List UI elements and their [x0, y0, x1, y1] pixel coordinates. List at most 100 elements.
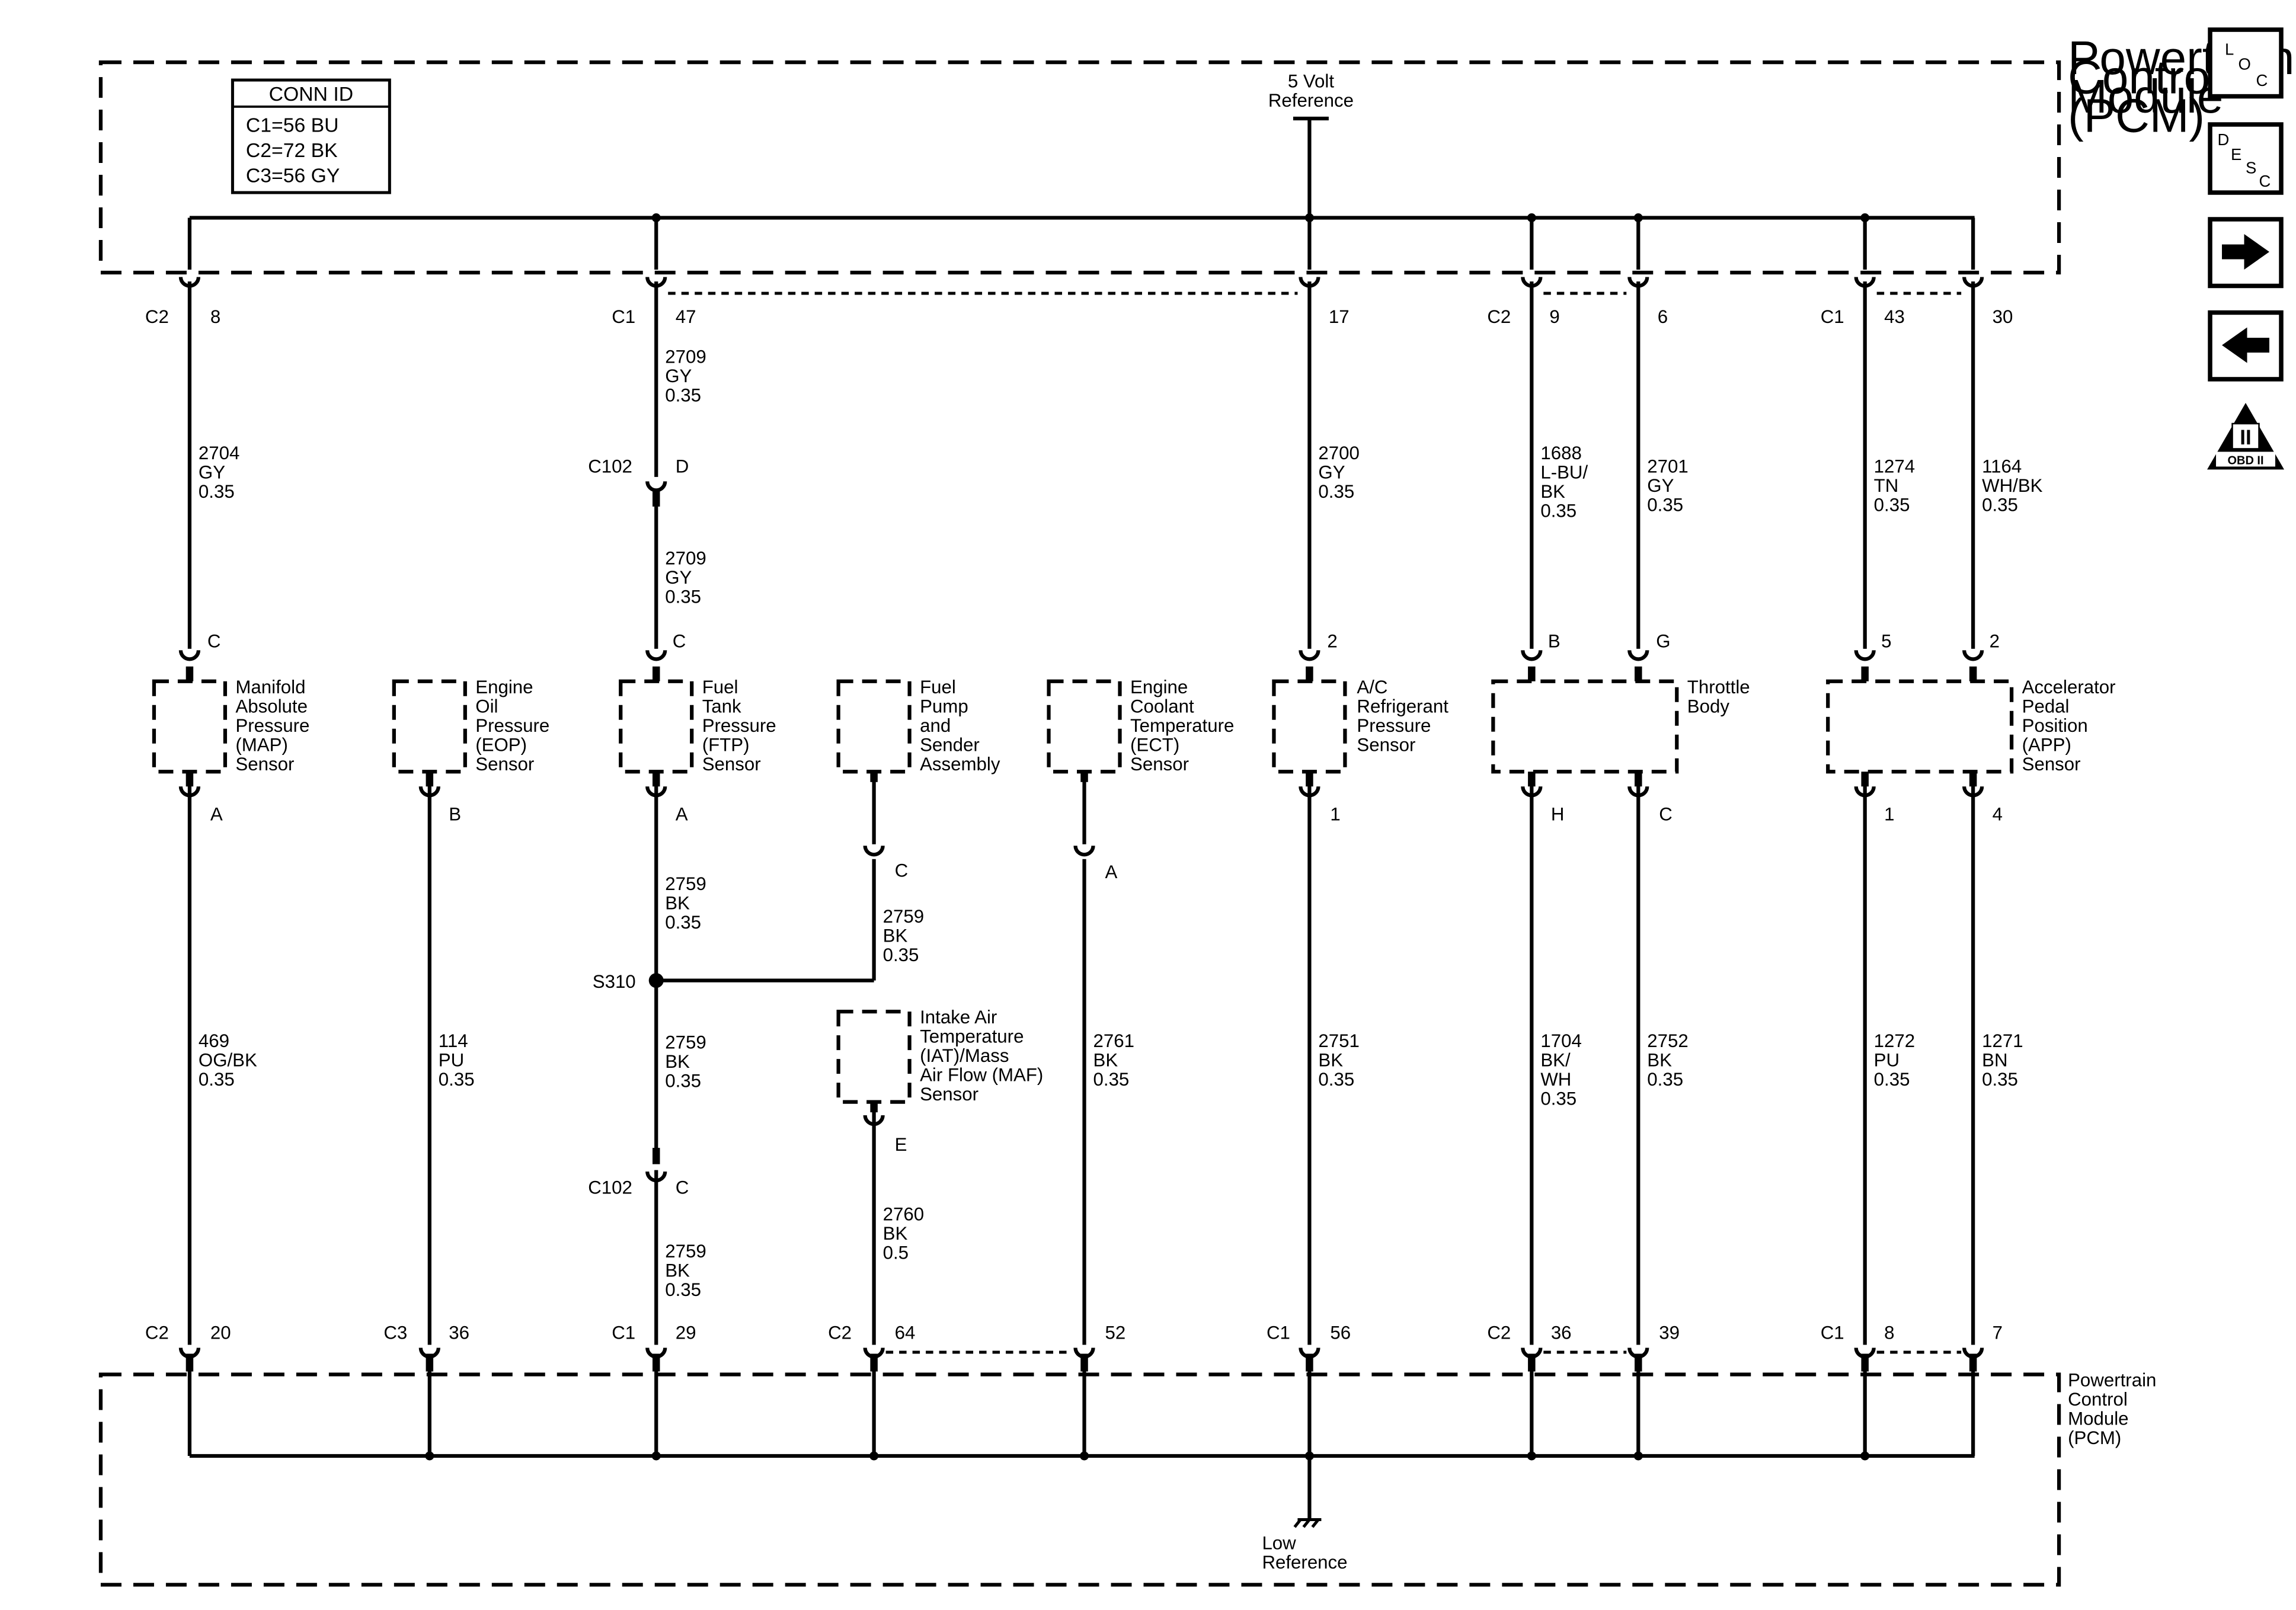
svg-text:469: 469 [199, 1030, 229, 1051]
svg-text:OG/BK: OG/BK [199, 1050, 257, 1071]
svg-text:2: 2 [1990, 630, 2000, 651]
splice-s310-label: S310 [593, 971, 636, 992]
svg-text:C2: C2 [145, 1323, 169, 1343]
svg-text:II: II [2240, 426, 2251, 449]
svg-text:Sensor: Sensor [920, 1084, 978, 1105]
svg-text:2701: 2701 [1647, 456, 1688, 476]
svg-text:0.35: 0.35 [199, 481, 235, 502]
svg-text:and: and [920, 715, 951, 736]
svg-text:PU: PU [1874, 1050, 1900, 1071]
svg-text:C: C [895, 860, 909, 881]
svg-text:C102: C102 [588, 1177, 632, 1198]
svg-text:Position: Position [2022, 715, 2088, 736]
svg-text:L-BU/: L-BU/ [1540, 462, 1588, 482]
obd-ii-icon[interactable]: II OBD II [2207, 402, 2285, 470]
svg-text:0.35: 0.35 [199, 1069, 235, 1090]
loc-button[interactable]: L O C [2208, 27, 2284, 99]
svg-text:1271: 1271 [1982, 1030, 2023, 1051]
svg-text:OBD II: OBD II [2227, 454, 2263, 468]
top-connector-cups [181, 277, 1982, 286]
svg-text:L: L [2225, 40, 2234, 59]
svg-text:43: 43 [1884, 306, 1905, 327]
bottom-connector-pegs [186, 1353, 1977, 1372]
svg-text:0.35: 0.35 [1093, 1069, 1130, 1090]
svg-text:Pressure: Pressure [475, 715, 549, 736]
ftp-sensor-name: Fuel Tank Pressure (FTP) Sensor [702, 677, 776, 774]
svg-text:29: 29 [676, 1323, 696, 1343]
throttle-body-name: Throttle Body [1687, 677, 1750, 716]
svg-text:C1: C1 [1821, 306, 1844, 327]
prev-arrow-button[interactable] [2208, 310, 2284, 382]
svg-text:C: C [1659, 804, 1673, 825]
svg-text:Control: Control [2068, 1389, 2128, 1410]
svg-text:0.35: 0.35 [1982, 1069, 2018, 1090]
svg-text:2704: 2704 [199, 443, 239, 463]
bottom-pin-labels: C2 20 C3 36 C1 29 C2 64 52 C1 56 C2 36 3… [145, 1323, 2003, 1343]
svg-text:C1=56 BU: C1=56 BU [246, 114, 339, 137]
fuel-pump-name: Fuel Pump and Sender Assembly [920, 677, 1000, 774]
svg-text:CONN ID: CONN ID [269, 83, 353, 105]
svg-text:Pressure: Pressure [1357, 715, 1431, 736]
splice-s310-dot [648, 973, 664, 988]
svg-text:GY: GY [1318, 462, 1345, 482]
svg-text:C2: C2 [145, 306, 169, 327]
svg-text:BN: BN [1982, 1050, 2007, 1071]
svg-text:Engine: Engine [1130, 677, 1188, 697]
svg-text:B: B [1548, 630, 1560, 651]
svg-text:Pressure: Pressure [702, 715, 776, 736]
svg-text:Reference: Reference [1262, 1552, 1347, 1573]
svg-text:0.35: 0.35 [1874, 494, 1910, 515]
svg-text:2759: 2759 [665, 1032, 706, 1053]
svg-text:2761: 2761 [1093, 1030, 1134, 1051]
svg-text:(IAT)/Mass: (IAT)/Mass [920, 1045, 1009, 1066]
arrow-left-icon [2222, 327, 2270, 363]
svg-text:1688: 1688 [1540, 443, 1581, 463]
svg-text:2759: 2759 [665, 1241, 706, 1262]
desc-button[interactable]: D E S C [2208, 122, 2284, 195]
svg-text:0.5: 0.5 [883, 1243, 909, 1263]
svg-text:C: C [676, 1177, 689, 1198]
svg-text:Intake Air: Intake Air [920, 1007, 997, 1028]
next-arrow-button[interactable] [2208, 217, 2284, 289]
svg-text:D: D [676, 456, 689, 476]
svg-text:S: S [2246, 159, 2256, 177]
svg-text:Air Flow (MAF): Air Flow (MAF) [920, 1065, 1043, 1086]
svg-text:E: E [2231, 145, 2241, 164]
svg-text:BK: BK [665, 1051, 690, 1072]
component-pin-labels: C A B C A C A 2 1 B G H C 5 2 1 4 E [207, 630, 2003, 1155]
c102-top-connector: C102 D [588, 456, 689, 507]
svg-text:7: 7 [1993, 1323, 2003, 1343]
svg-text:Sensor: Sensor [1130, 754, 1189, 774]
svg-text:Fuel: Fuel [702, 677, 738, 697]
ect-sensor-name: Engine Coolant Temperature (ECT) Sensor [1130, 677, 1234, 774]
svg-text:C: C [2256, 71, 2268, 89]
svg-text:52: 52 [1105, 1323, 1126, 1343]
svg-text:1274: 1274 [1874, 456, 1915, 476]
svg-text:0.35: 0.35 [1318, 1069, 1354, 1090]
svg-text:8: 8 [210, 306, 220, 327]
svg-text:A: A [676, 804, 688, 825]
svg-text:A: A [210, 804, 223, 825]
svg-text:Powertrain: Powertrain [2068, 1369, 2156, 1390]
svg-text:2709: 2709 [665, 548, 706, 568]
svg-text:5 Volt: 5 Volt [1288, 71, 1334, 92]
svg-text:GY: GY [1647, 475, 1674, 496]
svg-text:Assembly: Assembly [920, 754, 1000, 774]
svg-text:C: C [207, 630, 221, 651]
svg-text:BK: BK [883, 1223, 908, 1244]
svg-text:C1: C1 [612, 1323, 635, 1343]
svg-text:Manifold: Manifold [235, 677, 305, 697]
